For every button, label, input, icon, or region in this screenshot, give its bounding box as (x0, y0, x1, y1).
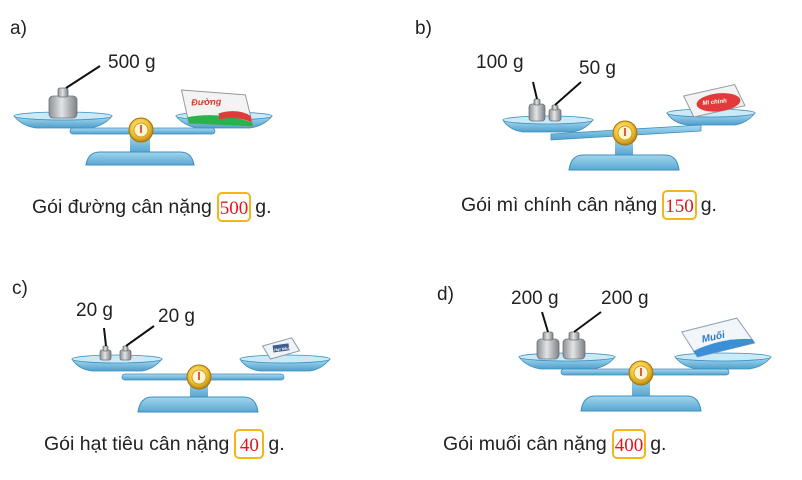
sentence-text: Gói mì chính cân nặng (461, 193, 658, 216)
answer-sentence: Gói muối cân nặng 400 g. (443, 429, 666, 459)
sentence-text: Gói hạt tiêu cân nặng (44, 432, 230, 455)
answer-sentence: Gói hạt tiêu cân nặng 40 g. (44, 429, 285, 459)
svg-text:Đường: Đường (191, 96, 222, 107)
svg-text:Hạt tiêu: Hạt tiêu (274, 345, 290, 352)
unit-text: g. (650, 432, 667, 455)
weight-label: 20 g (76, 300, 113, 321)
answer-sentence: Gói đường cân nặng 500 g. (32, 192, 272, 222)
svg-text:Muối: Muối (701, 329, 727, 346)
msg-package-icon: Mì chính (682, 83, 746, 118)
weight-label: 200 g (511, 288, 559, 309)
exercise-letter: a) (10, 18, 27, 39)
exercise-b: b) Mì chính 100 g 50 g Gói mì chính (401, 0, 802, 240)
weight-icon (99, 345, 112, 361)
answer-sentence: Gói mì chính cân nặng 150 g. (461, 190, 717, 220)
answer-box[interactable]: 400 (611, 429, 647, 459)
exercise-a: a) Đường 500 g Gói đường cân nặng 5 (0, 0, 401, 240)
exercise-letter: c) (12, 278, 28, 299)
answer-box[interactable]: 500 (216, 192, 252, 222)
sentence-text: Gói đường cân nặng (32, 195, 212, 218)
weight-label: 200 g (601, 288, 649, 309)
pepper-package-icon: Hạt tiêu (261, 337, 301, 360)
weight-icon (528, 98, 546, 122)
exercise-letter: d) (437, 284, 454, 305)
sugar-package-icon: Đường (180, 89, 254, 127)
weight-icon (548, 104, 562, 122)
weight-label: 20 g (158, 306, 195, 327)
balance-scale: Đường (13, 65, 273, 166)
weight-icon (536, 331, 560, 360)
weight-icon (562, 331, 586, 360)
weight-label: 50 g (579, 58, 616, 79)
balance-scale: Muối (518, 311, 772, 412)
exercise-letter: b) (415, 18, 432, 39)
weight-icon (48, 87, 78, 119)
exercise-c: c) Hạt tiêu 20 g 20 g Gói hạt tiêu cân n (0, 240, 401, 480)
unit-text: g. (268, 432, 285, 455)
balance-scale: Hạt tiêu (71, 325, 331, 413)
svg-text:Mì chính: Mì chính (702, 98, 727, 107)
exercise-d: d) Muối 200 g 200 g Gói muối cân nặng (401, 240, 802, 480)
weight-icon (119, 345, 132, 361)
salt-package-icon: Muối (680, 317, 756, 358)
weight-label: 500 g (108, 52, 156, 73)
sentence-text: Gói muối cân nặng (443, 432, 607, 455)
balance-scale: Mì chính (502, 81, 756, 171)
answer-box[interactable]: 40 (234, 429, 265, 459)
unit-text: g. (255, 195, 272, 218)
answer-box[interactable]: 150 (662, 190, 697, 220)
weight-label: 100 g (476, 52, 524, 73)
unit-text: g. (700, 193, 717, 216)
